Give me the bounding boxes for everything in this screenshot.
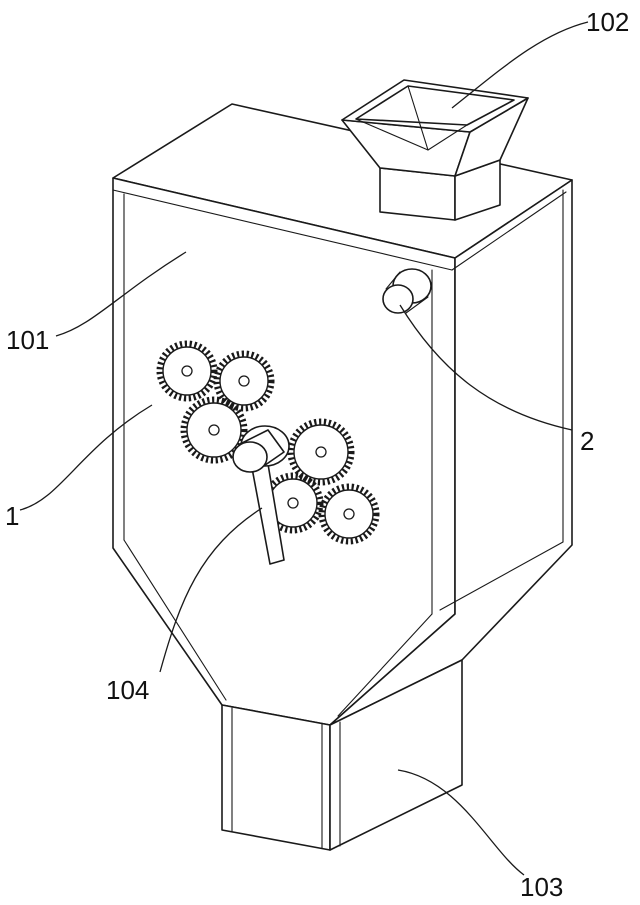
gear-3 [180,396,248,464]
leader-102 [451,21,589,109]
taper-inner-line [123,539,227,701]
callout-1: 1 [5,501,19,531]
hopper-inner-fold-2 [355,118,429,151]
leader-104 [159,507,263,673]
leader-lines [19,21,589,876]
gear-train [156,340,380,545]
feed-hopper [341,79,529,221]
gear-2 [213,350,275,412]
leader-1 [19,404,153,511]
gear-5 [262,472,324,534]
taper-side-line-2 [337,613,433,717]
hopper-opening [355,85,515,126]
top-bevel-edge [112,189,453,271]
callouts: 102 101 1 2 104 103 [5,7,629,902]
knob-side-line [385,271,401,290]
callout-103: 103 [520,872,563,902]
gear-4 [287,418,355,486]
outlet-side-face [329,659,463,851]
knob [382,268,432,314]
knob-face [382,284,414,314]
handle-hub-front [232,441,268,473]
callout-101: 101 [6,325,49,355]
gear-1 [156,340,218,402]
discharge-outlet [221,659,463,851]
knob-side-line-2 [405,296,429,314]
callout-2: 2 [580,426,594,456]
hopper-neck-front [379,167,456,221]
callout-102: 102 [586,7,629,37]
leader-103 [397,769,525,876]
handle [232,425,290,565]
leader-101 [55,251,187,337]
top-bevel-edge-side [451,191,567,271]
callout-104: 104 [106,675,149,705]
gear-6 [318,483,380,545]
taper-side-line [439,541,564,611]
outlet-front-face [221,704,331,851]
housing [112,103,573,726]
leader-2 [399,304,573,431]
